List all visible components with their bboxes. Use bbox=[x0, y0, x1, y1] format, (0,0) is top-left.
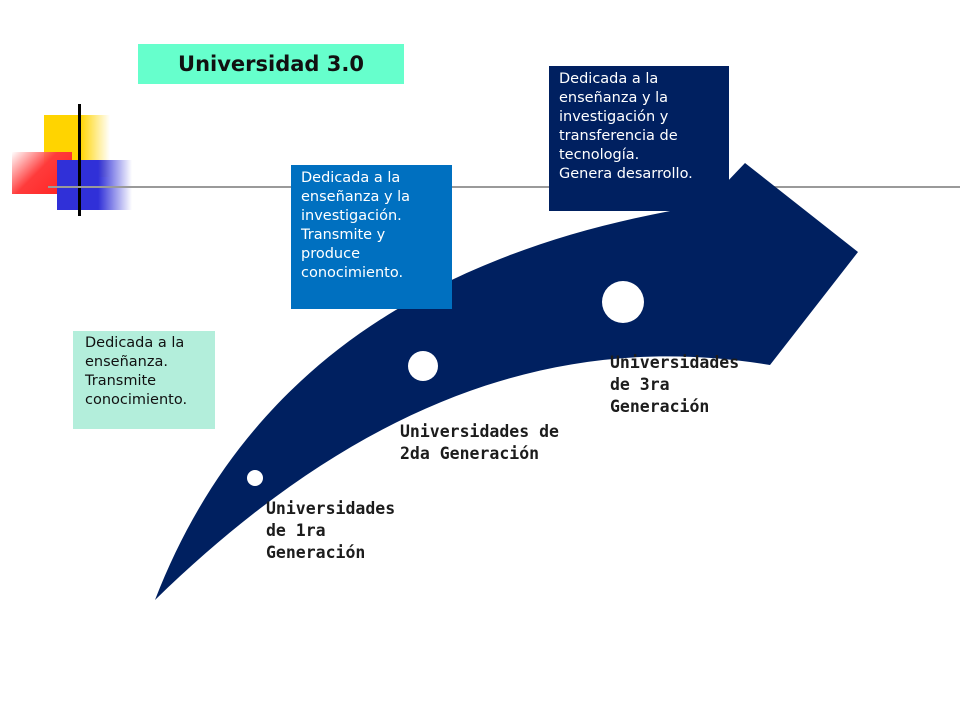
milestone-dot-2 bbox=[408, 351, 438, 381]
generation-line: Generación bbox=[610, 397, 710, 416]
description-line: Dedicada a la bbox=[559, 71, 659, 87]
description-line: Genera desarrollo. bbox=[559, 166, 693, 182]
generation-label-2: Universidades de 2da Generación bbox=[400, 421, 600, 465]
description-line: Dedicada a la bbox=[85, 335, 185, 351]
generation-line: Universidades bbox=[266, 499, 396, 518]
description-line: investigación. bbox=[301, 208, 402, 224]
description-box-1: Dedicada a la enseñanza. Transmite conoc… bbox=[73, 331, 215, 429]
title-box: Universidad 3.0 bbox=[138, 44, 404, 84]
generation-label-3: Universidades de 3ra Generación bbox=[610, 352, 770, 418]
generation-line: Universidades de bbox=[400, 422, 559, 441]
description-line: enseñanza y la bbox=[559, 90, 669, 106]
description-line: enseñanza. bbox=[85, 354, 168, 370]
generation-line: Generación bbox=[266, 543, 366, 562]
generation-label-1: Universidades de 1ra Generación bbox=[266, 498, 426, 564]
decorative-horizontal-line bbox=[48, 186, 960, 188]
description-box-2: Dedicada a la enseñanza y la investigaci… bbox=[291, 165, 452, 309]
milestone-dot-1 bbox=[247, 470, 263, 486]
description-line: conocimiento. bbox=[301, 265, 404, 281]
decorative-vertical-line bbox=[78, 104, 81, 216]
description-line: Transmite bbox=[85, 373, 157, 389]
description-line: Dedicada a la bbox=[301, 170, 401, 186]
arrow-body bbox=[155, 163, 858, 600]
description-line: enseñanza y la bbox=[301, 189, 411, 205]
description-line: tecnología. bbox=[559, 147, 640, 163]
milestone-dot-3 bbox=[602, 281, 644, 323]
description-line: produce bbox=[301, 246, 361, 262]
generation-line: de 3ra bbox=[610, 375, 670, 394]
description-line: conocimiento. bbox=[85, 392, 188, 408]
generation-line: de 1ra bbox=[266, 521, 326, 540]
description-line: transferencia de bbox=[559, 128, 678, 144]
decorative-blue-square bbox=[57, 160, 132, 210]
page-title: Universidad 3.0 bbox=[178, 52, 364, 76]
generation-line: Universidades bbox=[610, 353, 740, 372]
generation-line: 2da Generación bbox=[400, 444, 540, 463]
description-box-3: Dedicada a la enseñanza y la investigaci… bbox=[549, 66, 729, 211]
description-line: investigación y bbox=[559, 109, 669, 125]
description-line: Transmite y bbox=[301, 227, 386, 243]
